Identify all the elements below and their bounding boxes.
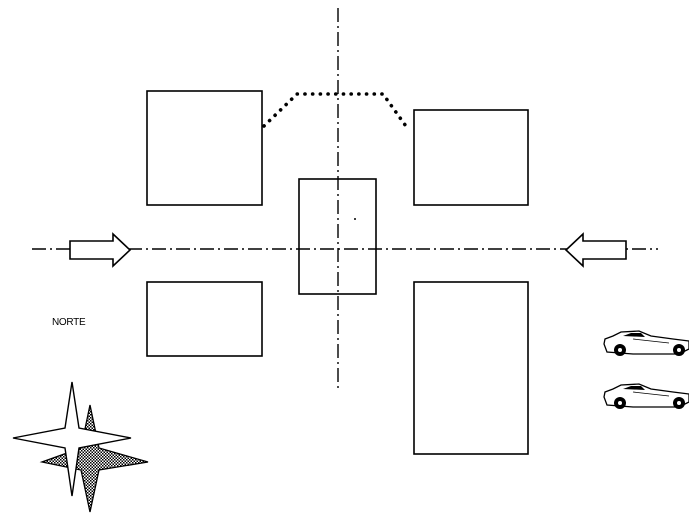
compass-rose-icon [12,381,149,513]
building-bottom-right [413,281,529,455]
building-center [298,178,377,295]
car-icon [603,383,689,409]
center-marker [354,218,356,220]
arrow-left-icon [564,232,627,268]
arrow-right-icon [69,232,132,268]
north-label: NORTE [52,317,86,328]
dotted-connection-path [262,92,410,131]
building-top-right [413,109,529,206]
building-bottom-left [146,281,263,357]
car-icon [603,330,689,356]
building-top-left [146,90,263,206]
